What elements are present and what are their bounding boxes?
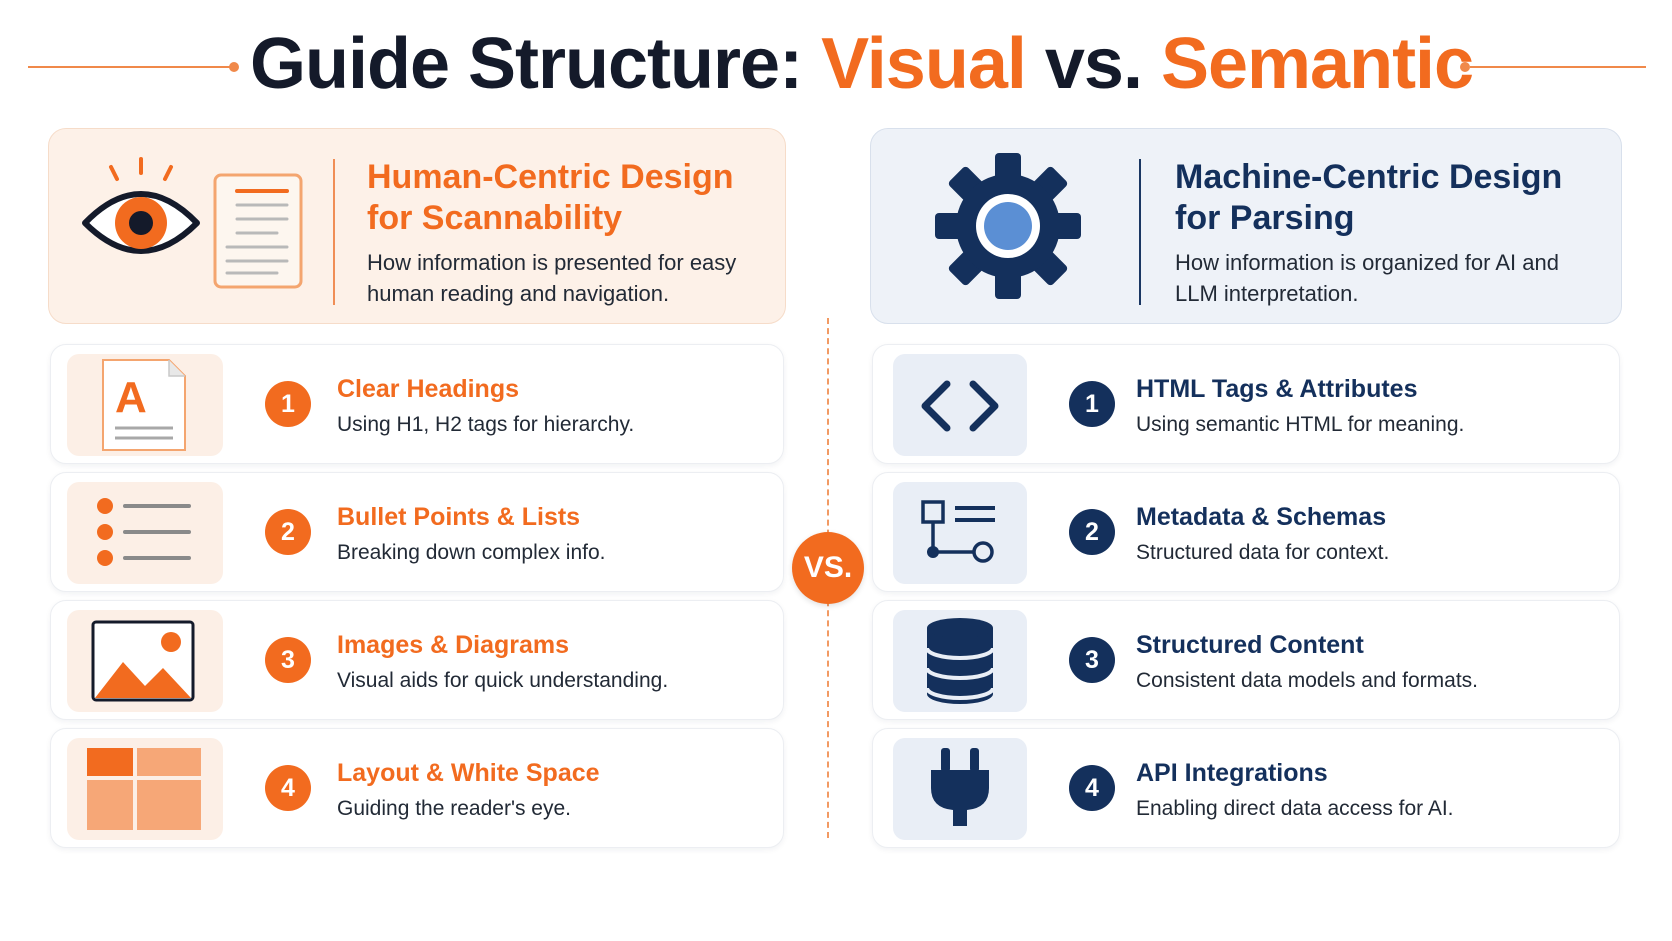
title-accent-visual: Visual [821, 24, 1027, 104]
machine-item-icon-tile [893, 610, 1027, 712]
image-icon [91, 620, 195, 702]
machine-item-icon-tile [893, 354, 1027, 456]
human-item-title: Layout & White Space [337, 759, 600, 787]
human-item-card: 2 Bullet Points & Lists Breaking down co… [50, 472, 784, 592]
human-item-title: Bullet Points & Lists [337, 503, 581, 531]
human-item-icon-tile [67, 610, 223, 712]
machine-item-title: Metadata & Schemas [1136, 503, 1387, 531]
machine-item-title: Structured Content [1136, 631, 1364, 659]
gear-icon [935, 153, 1081, 299]
human-item-card: 4 Layout & White Space Guiding the reade… [50, 728, 784, 848]
human-item-title: Clear Headings [337, 375, 520, 403]
human-item-number: 1 [265, 381, 311, 427]
document-heading-icon: A [102, 359, 186, 451]
human-item-number: 3 [265, 637, 311, 683]
schema-icon [921, 500, 995, 563]
human-panel-divider [333, 159, 335, 305]
layout-grid-icon [87, 748, 201, 830]
title-dot-right [1460, 62, 1470, 72]
plug-icon [931, 748, 989, 826]
human-item-title: Images & Diagrams [337, 631, 570, 659]
human-item-icon-tile [67, 738, 223, 840]
human-item-icon-tile [67, 482, 223, 584]
human-panel-title: Human-Centric Design for Scannability [367, 158, 734, 237]
machine-item-number: 4 [1069, 765, 1115, 811]
human-item-number: 2 [265, 509, 311, 555]
machine-item-icon-tile [893, 482, 1027, 584]
machine-item-icon-tile [893, 738, 1027, 840]
machine-centric-panel: Machine-Centric Design for Parsing How i… [870, 128, 1622, 324]
title-dot-left [229, 62, 239, 72]
database-icon [925, 618, 995, 704]
eye-document-icon [82, 157, 303, 289]
title-row: Guide Structure: Visual vs. Semantic [0, 22, 1672, 108]
page-title: Guide Structure: Visual vs. Semantic [250, 24, 1474, 104]
machine-item-description: Consistent data models and formats. [1136, 669, 1479, 692]
machine-item-title: HTML Tags & Attributes [1136, 375, 1418, 403]
machine-item-card: 3 Structured Content Consistent data mod… [872, 600, 1620, 720]
human-item-description: Using H1, H2 tags for hierarchy. [337, 413, 635, 436]
title-accent-semantic: Semantic [1160, 24, 1474, 104]
human-item-description: Visual aids for quick understanding. [337, 669, 669, 692]
vs-badge: VS. [792, 532, 864, 604]
machine-panel-title: Machine-Centric Design for Parsing [1175, 158, 1563, 237]
human-centric-panel: Human-Centric Design for Scannability Ho… [48, 128, 786, 324]
machine-item-description: Structured data for context. [1136, 541, 1390, 564]
heading-letter: A [115, 373, 147, 422]
title-middle: vs. [1025, 24, 1161, 104]
code-brackets-icon [921, 380, 999, 432]
machine-panel-divider [1139, 159, 1141, 305]
human-item-description: Guiding the reader's eye. [337, 797, 571, 820]
human-item-description: Breaking down complex info. [337, 541, 606, 564]
human-item-card: A 1 Clear Headings Using H1, H2 tags for… [50, 344, 784, 464]
human-panel-description: How information is presented for easy hu… [367, 250, 737, 306]
machine-item-number: 3 [1069, 637, 1115, 683]
title-rule-left [28, 66, 233, 68]
title-prefix: Guide Structure: [250, 24, 822, 104]
machine-item-card: 2 Metadata & Schemas Structured data for… [872, 472, 1620, 592]
bullet-list-icon [97, 498, 191, 566]
title-rule-right [1470, 66, 1646, 68]
machine-item-card: 1 HTML Tags & Attributes Using semantic … [872, 344, 1620, 464]
human-item-number: 4 [265, 765, 311, 811]
machine-item-number: 2 [1069, 509, 1115, 555]
human-item-card: 3 Images & Diagrams Visual aids for quic… [50, 600, 784, 720]
human-item-icon-tile: A [67, 354, 223, 456]
machine-item-title: API Integrations [1136, 759, 1328, 787]
machine-item-description: Using semantic HTML for meaning. [1136, 413, 1465, 436]
machine-panel-description: How information is organized for AI and … [1175, 250, 1559, 306]
machine-item-description: Enabling direct data access for AI. [1136, 797, 1454, 820]
machine-item-number: 1 [1069, 381, 1115, 427]
machine-item-card: 4 API Integrations Enabling direct data … [872, 728, 1620, 848]
